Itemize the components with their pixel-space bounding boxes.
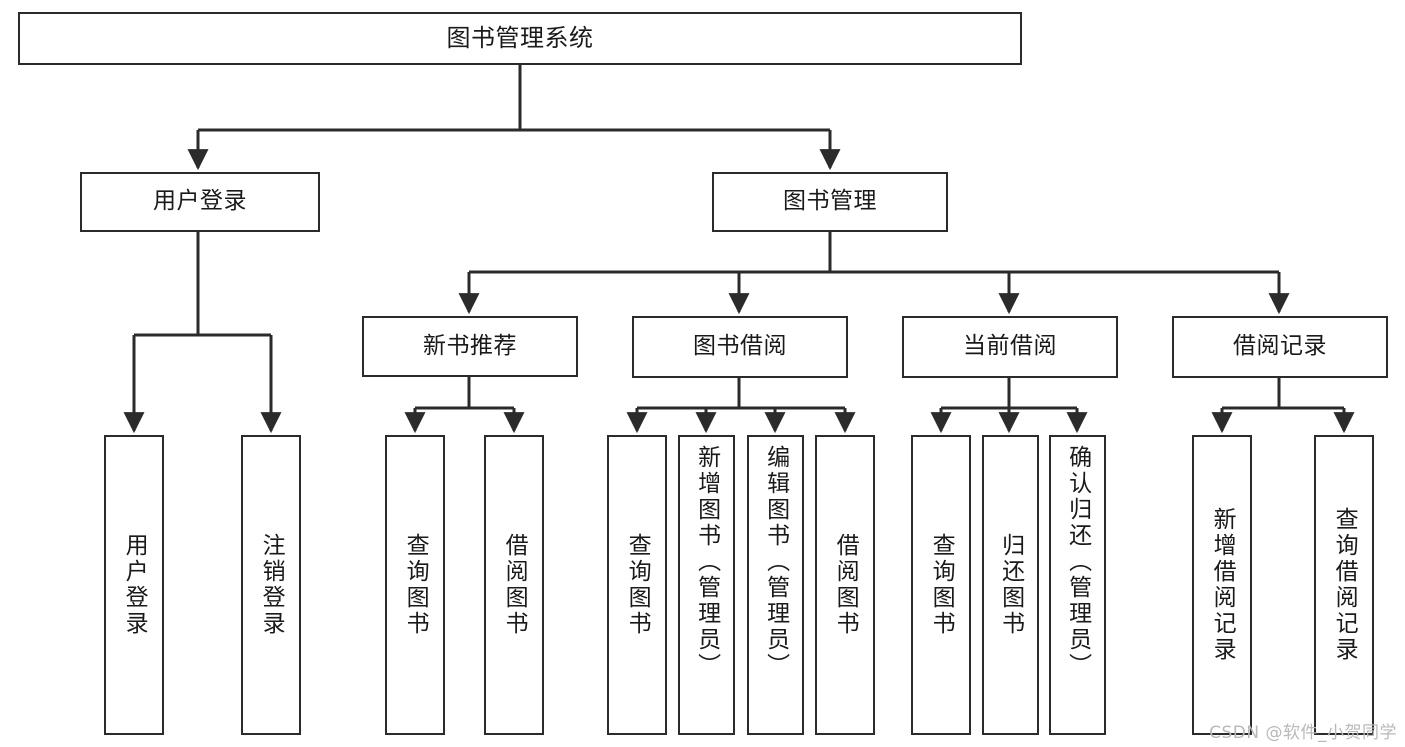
node-label: 借阅记录 xyxy=(1233,333,1327,360)
node-borrow-record[interactable]: 借阅记录 xyxy=(1172,316,1388,378)
node-label: 新书推荐 xyxy=(423,332,517,359)
leaf-add-book-admin[interactable]: 新增图书（管理员） xyxy=(678,435,735,735)
leaf-query-book-new-rec[interactable]: 查询图书 xyxy=(385,435,445,735)
node-label: 图书管理 xyxy=(783,188,877,215)
leaf-edit-book-admin[interactable]: 编辑图书（管理员） xyxy=(747,435,804,735)
leaf-borrow-book-new-rec[interactable]: 借阅图书 xyxy=(484,435,544,735)
node-label: 新增图书（管理员） xyxy=(693,445,720,679)
leaf-confirm-return-admin[interactable]: 确认归还（管理员） xyxy=(1049,435,1106,735)
leaf-add-borrow-record[interactable]: 新增借阅记录 xyxy=(1192,435,1252,735)
node-current-borrow[interactable]: 当前借阅 xyxy=(902,316,1118,378)
node-label: 编辑图书（管理员） xyxy=(762,445,789,679)
leaf-borrow-book-borrow[interactable]: 借阅图书 xyxy=(815,435,875,735)
node-label: 借阅图书 xyxy=(501,533,528,637)
leaf-user-login[interactable]: 用户登录 xyxy=(104,435,164,735)
node-user-login[interactable]: 用户登录 xyxy=(80,172,320,232)
csdn-watermark: CSDN @软件_小贺同学 xyxy=(1209,723,1397,743)
node-label: 用户登录 xyxy=(153,188,247,215)
node-label: 图书借阅 xyxy=(693,333,787,360)
leaf-query-book-current[interactable]: 查询图书 xyxy=(911,435,971,735)
node-label: 注销登录 xyxy=(258,533,285,637)
node-label: 图书管理系统 xyxy=(446,24,594,53)
node-new-book-recommendation[interactable]: 新书推荐 xyxy=(362,316,578,377)
leaf-logout-login[interactable]: 注销登录 xyxy=(241,435,301,735)
node-label: 用户登录 xyxy=(121,533,148,637)
node-label: 确认归还（管理员） xyxy=(1064,445,1091,679)
node-label: 查询图书 xyxy=(402,533,429,637)
node-label: 查询借阅记录 xyxy=(1331,507,1358,663)
leaf-query-book-borrow[interactable]: 查询图书 xyxy=(607,435,667,735)
node-label: 新增借阅记录 xyxy=(1209,507,1236,663)
node-label: 归还图书 xyxy=(997,533,1024,637)
node-label: 当前借阅 xyxy=(963,333,1057,360)
node-root-book-management-system[interactable]: 图书管理系统 xyxy=(18,12,1022,65)
node-label: 借阅图书 xyxy=(832,533,859,637)
leaf-return-book[interactable]: 归还图书 xyxy=(982,435,1039,735)
node-book-management[interactable]: 图书管理 xyxy=(712,172,948,232)
leaf-query-borrow-record[interactable]: 查询借阅记录 xyxy=(1314,435,1374,735)
node-book-borrow[interactable]: 图书借阅 xyxy=(632,316,848,378)
node-label: 查询图书 xyxy=(624,533,651,637)
node-label: 查询图书 xyxy=(928,533,955,637)
